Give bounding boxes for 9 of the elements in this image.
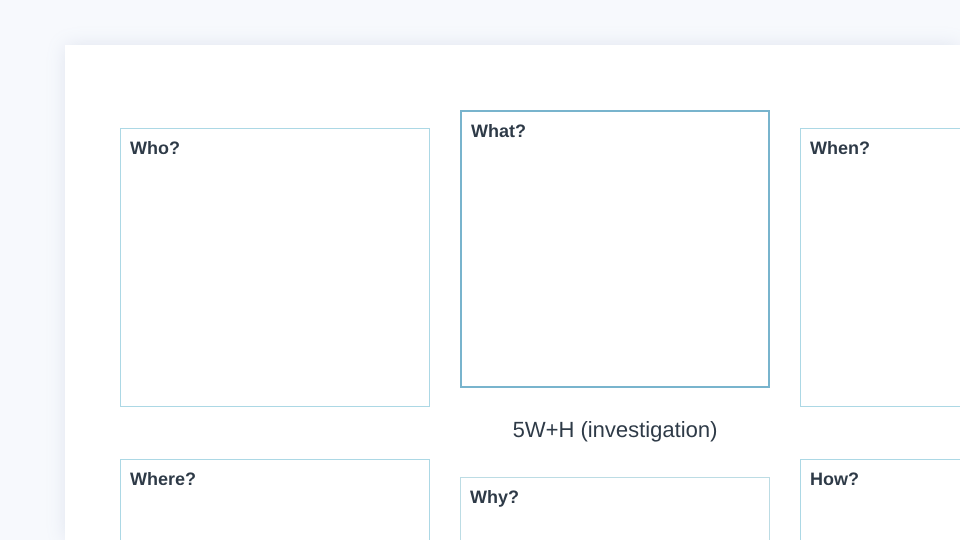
- question-heading: Why?: [470, 486, 519, 508]
- question-heading: When?: [810, 137, 870, 159]
- question-heading: Who?: [130, 137, 180, 159]
- diagram-title: 5W+H (investigation): [512, 416, 718, 444]
- question-heading: Where?: [130, 468, 196, 490]
- question-heading: How?: [810, 468, 859, 490]
- question-box: [460, 110, 770, 388]
- question-box: [120, 128, 430, 407]
- question-heading: What?: [471, 120, 526, 142]
